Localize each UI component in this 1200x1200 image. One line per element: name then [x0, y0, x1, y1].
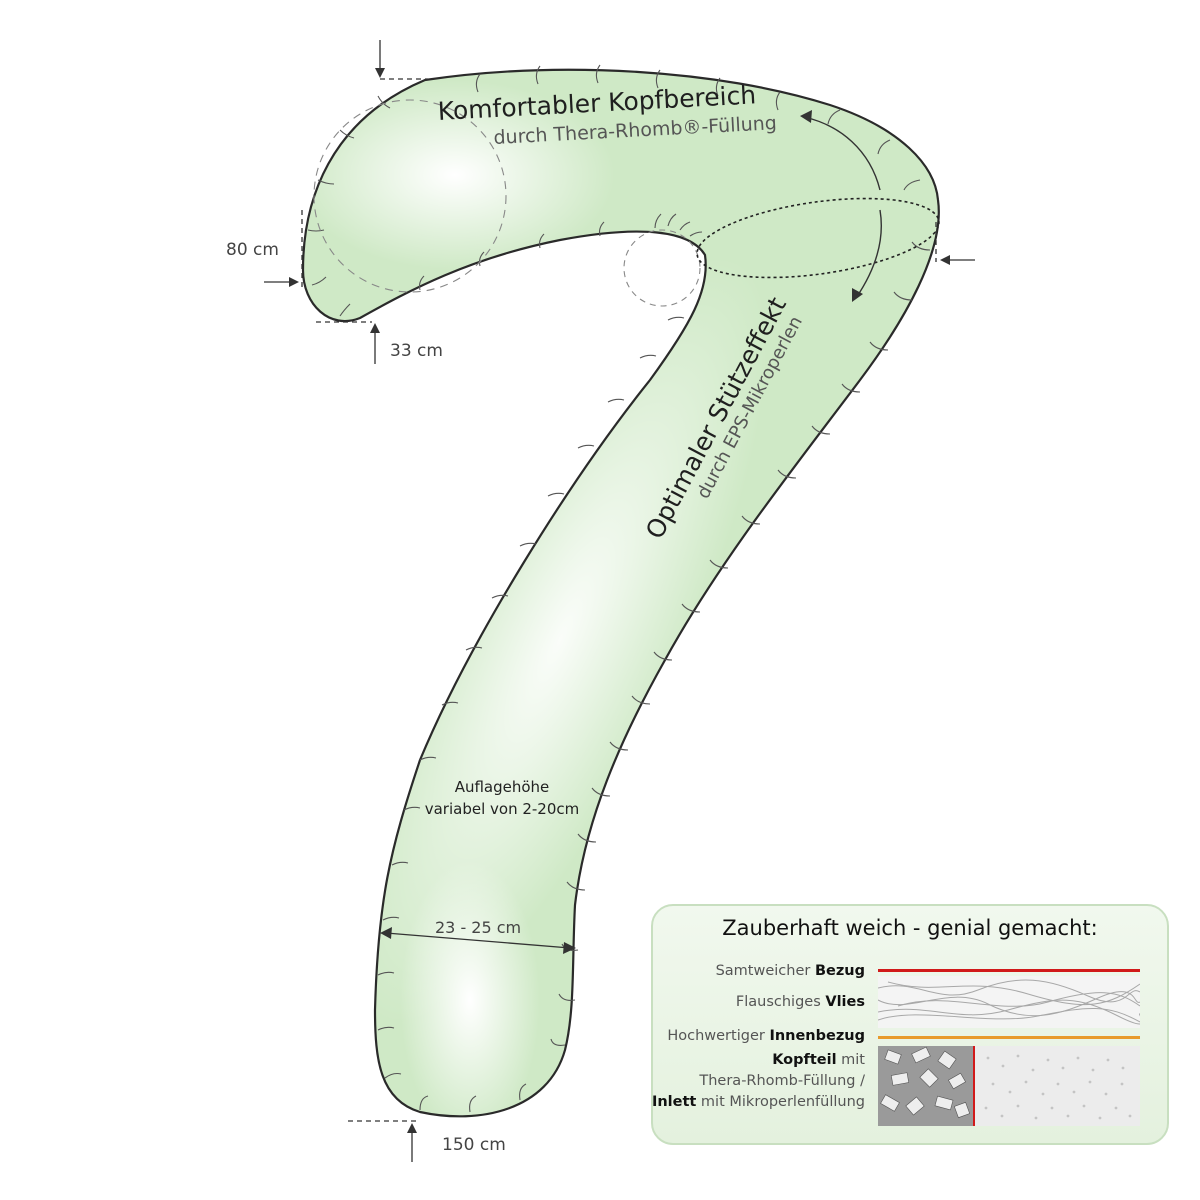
- dimension-width: 23 - 25 cm: [435, 918, 522, 937]
- neck-dashed-circle: [623, 229, 701, 307]
- layer-fleece-name: Vlies: [825, 994, 865, 1010]
- dotted-cross-section: [696, 197, 940, 279]
- pillow-outline: [301, 68, 940, 1118]
- layer-cover-prefix: Samtweicher: [715, 963, 815, 979]
- arrowhead-down: [852, 288, 863, 302]
- layer-core-swatch: [878, 1046, 1140, 1126]
- core-head-name: Kopfteil: [772, 1052, 837, 1068]
- layer-cover-label: Samtweicher Bezug: [716, 963, 865, 979]
- core-inlett-rest: mit Mikroperlenfüllung: [696, 1094, 865, 1110]
- layer-cover-line: [878, 969, 1140, 972]
- layer-inner-label: Hochwertiger Innenbezug: [667, 1028, 865, 1044]
- height-note-line2: variabel von 2-20cm: [424, 800, 580, 818]
- height-note: Auflagehöhe variabel von 2-20cm: [412, 776, 592, 820]
- dimension-150cm: 150 cm: [442, 1135, 506, 1155]
- foot-highlight: [400, 860, 540, 1117]
- head-highlight: [303, 80, 615, 270]
- layer-inner-line: [878, 1036, 1140, 1039]
- dimension-arrowheads: [289, 68, 950, 1133]
- height-note-line1: Auflagehöhe: [454, 778, 550, 796]
- pillow-body: [301, 68, 940, 1118]
- dimension-80cm: 80 cm: [226, 240, 279, 260]
- arrowhead-top: [800, 110, 812, 123]
- curved-arrows: [803, 116, 882, 299]
- head-dashed-circle: [313, 99, 507, 293]
- core-head-rest: mit: [836, 1052, 865, 1068]
- materials-info-box: Zauberhaft weich - genial gemacht: Samtw…: [651, 904, 1169, 1145]
- core-inlett-name: Inlett: [651, 1094, 697, 1110]
- dimension-markers: [264, 40, 975, 1162]
- arm-highlight: [351, 255, 769, 1025]
- dimension-33cm: 33 cm: [390, 341, 443, 361]
- layer-fleece-swatch: [878, 976, 1140, 1028]
- layer-inner-name: Innenbezug: [769, 1028, 865, 1044]
- layer-core-label: Kopfteil mit Thera-Rhomb-Füllung / Inlet…: [652, 1050, 865, 1113]
- layer-fleece-prefix: Flauschiges: [735, 994, 826, 1010]
- layer-cover-name: Bezug: [814, 963, 865, 979]
- info-box-title: Zauberhaft weich - genial gemacht:: [722, 916, 1098, 940]
- seam-ticks: [307, 64, 931, 1113]
- core-head-filling: Thera-Rhomb-Füllung /: [699, 1073, 865, 1089]
- layer-inner-prefix: Hochwertiger: [667, 1028, 770, 1044]
- layer-fleece-label: Flauschiges Vlies: [736, 994, 865, 1010]
